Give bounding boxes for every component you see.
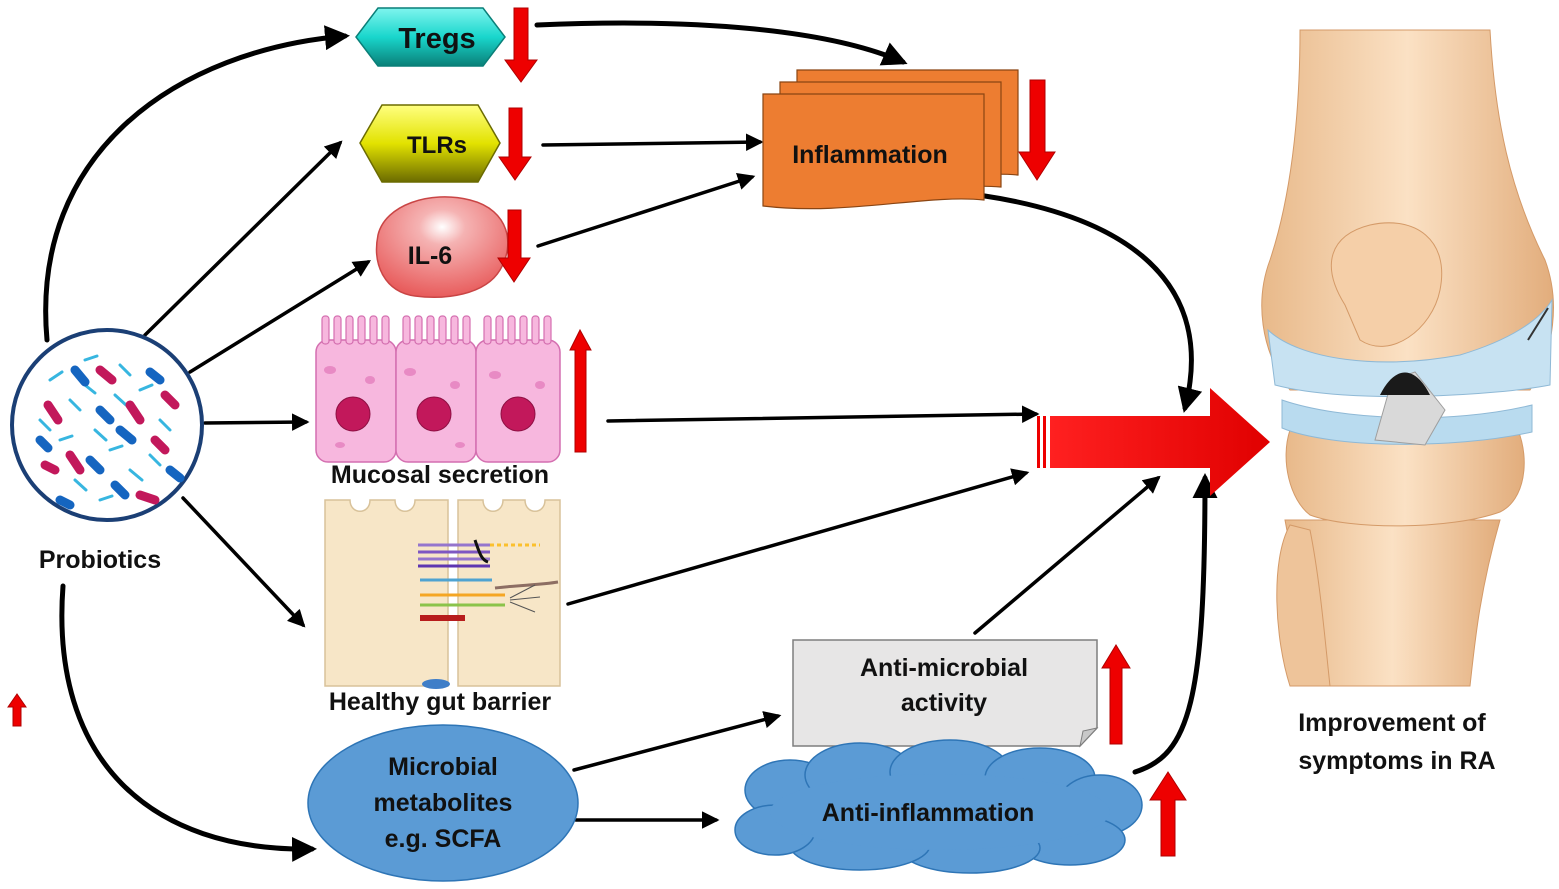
probiotics-circle	[10, 328, 204, 522]
arrow-tlrs-to-inflammation	[541, 133, 764, 151]
anti-microbial-up-arrow	[1101, 644, 1131, 745]
anti-microbial-label-line2: activity	[901, 689, 987, 717]
connectors	[43, 20, 1218, 862]
probiotics-label: Probiotics	[39, 546, 161, 574]
arrow-inflammation-to-outcome	[942, 188, 1203, 413]
arrow-tregs-to-inflammation	[534, 20, 908, 66]
outcome-arrow	[1037, 388, 1270, 496]
mucosal-secretion-label: Mucosal secretion	[331, 461, 549, 489]
metabolites-label-line2: metabolites	[374, 789, 513, 817]
inflammation-shape	[762, 69, 1019, 210]
arrow-antimicrobial-to-outcome	[973, 475, 1161, 635]
arrow-probiotics-to-gut-barrier	[181, 496, 306, 628]
il6-shape	[375, 196, 509, 298]
tregs-down-arrow	[504, 7, 538, 83]
legend-up-arrow	[7, 693, 27, 727]
arrow-antiinflammation-to-outcome	[1132, 473, 1218, 775]
tlrs-label: TLRs	[407, 132, 467, 159]
arrow-gut-barrier-to-outcome	[566, 468, 1030, 606]
metabolites-ellipse	[307, 724, 579, 882]
tregs-shape	[355, 7, 506, 67]
metabolites-label-line3: e.g. SCFA	[385, 825, 502, 853]
tlrs-down-arrow	[498, 107, 532, 181]
mucosal-cells	[315, 315, 561, 463]
anti-inflammation-cloud	[734, 739, 1143, 874]
metabolites-label-line1: Microbial	[388, 753, 498, 781]
il6-label: IL-6	[408, 242, 452, 270]
anti-microbial-fold	[1079, 727, 1099, 748]
improvement-label-line1: Improvement of	[1298, 709, 1486, 737]
improvement-label-line2: symptoms in RA	[1298, 747, 1495, 775]
arrow-il6-to-inflammation	[536, 172, 756, 248]
anti-microbial-label-line1: Anti-microbial	[860, 654, 1028, 682]
knee-joint-illustration	[1261, 29, 1554, 687]
arrow-probiotics-to-tlrs	[143, 140, 343, 337]
arrow-probiotics-to-tregs	[43, 25, 350, 343]
gut-barrier-illustration	[324, 499, 561, 689]
tlrs-shape	[359, 104, 501, 183]
inflammation-label: Inflammation	[792, 141, 948, 169]
arrow-probiotics-to-metabolites	[59, 583, 317, 862]
arrow-probiotics-to-mucosa	[203, 413, 310, 431]
mucosal-up-arrow	[569, 328, 592, 453]
anti-inflammation-label: Anti-inflammation	[822, 799, 1035, 827]
arrow-metabolites-to-antimicrobial	[572, 711, 782, 772]
inflammation-down-arrow	[1018, 79, 1056, 181]
tregs-label: Tregs	[398, 23, 475, 55]
arrow-mucosa-to-outcome	[606, 405, 1040, 423]
il6-down-arrow	[497, 209, 531, 283]
arrow-probiotics-to-il6	[188, 260, 371, 374]
healthy-gut-barrier-label: Healthy gut barrier	[329, 688, 552, 716]
anti-inflammation-up-arrow	[1149, 771, 1187, 857]
